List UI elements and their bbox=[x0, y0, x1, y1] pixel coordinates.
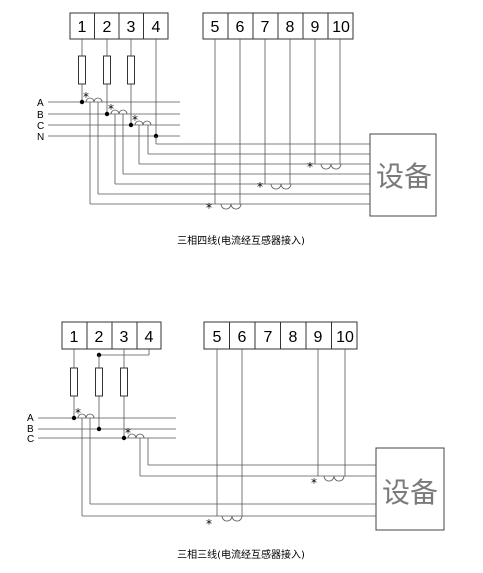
terminal-9-label: 9 bbox=[311, 19, 320, 36]
phase-c-label: C bbox=[37, 121, 44, 132]
polarity-mark-t9: * bbox=[307, 160, 313, 174]
right-terminal-wiring bbox=[214, 39, 342, 210]
bus-ct-coils bbox=[77, 413, 145, 439]
terminal-block-right: 5 6 7 8 9 10 bbox=[203, 321, 358, 350]
terminal-2-label: 2 bbox=[103, 19, 112, 36]
terminal-4-label: 4 bbox=[152, 19, 161, 36]
fuses bbox=[78, 39, 157, 134]
terminal-2-label: 2 bbox=[95, 329, 104, 346]
phase-a-label: A bbox=[37, 98, 44, 109]
caption-three-wire: 三相三线(电流经互感器接入) bbox=[177, 548, 305, 561]
right-terminal-wiring bbox=[216, 349, 346, 522]
device-label: 设备 bbox=[376, 160, 432, 193]
polarity-mark-t7: * bbox=[257, 180, 263, 194]
terminal-4-label: 4 bbox=[145, 329, 154, 346]
terminal-7-label: 7 bbox=[264, 329, 273, 346]
current-wiring bbox=[89, 102, 370, 205]
terminal-3-label: 3 bbox=[120, 329, 129, 346]
terminal-6-label: 6 bbox=[238, 329, 247, 346]
phase-b-label: B bbox=[27, 424, 34, 435]
terminal-8-label: 8 bbox=[286, 19, 295, 36]
terminal-10-label: 10 bbox=[336, 329, 354, 346]
polarity-mark-t9: * bbox=[311, 476, 317, 490]
polarity-mark-c: * bbox=[125, 426, 131, 440]
terminal-5-label: 5 bbox=[211, 19, 220, 36]
fuses bbox=[70, 349, 128, 438]
caption-four-wire: 三相四线(电流经互感器接入) bbox=[177, 234, 305, 247]
terminal-5-label: 5 bbox=[213, 329, 222, 346]
junction-dot bbox=[121, 435, 127, 441]
device-box bbox=[369, 133, 437, 217]
phase-a-label: A bbox=[27, 413, 34, 424]
terminal-3-label: 3 bbox=[127, 19, 136, 36]
phase-c-label: C bbox=[27, 434, 34, 445]
phase-buses bbox=[38, 417, 176, 439]
polarity-mark-c: * bbox=[132, 113, 138, 127]
polarity-mark-t5: * bbox=[206, 517, 212, 531]
bus-ct-coils bbox=[85, 97, 152, 126]
terminal-block-left: 1 2 3 4 bbox=[69, 12, 169, 40]
junction-dot bbox=[96, 426, 102, 432]
terminal-block-right: 5 6 7 8 9 10 bbox=[202, 12, 354, 40]
junction-dot bbox=[79, 99, 85, 105]
phase-n-label: N bbox=[37, 132, 44, 143]
terminal-7-label: 7 bbox=[261, 19, 270, 36]
polarity-mark-a: * bbox=[75, 406, 81, 420]
device-label: 设备 bbox=[382, 476, 438, 509]
polarity-mark-b: * bbox=[108, 102, 114, 116]
terminal-1-label: 1 bbox=[70, 329, 79, 346]
diagram-four-wire: 1 2 3 4 5 6 7 8 9 10 bbox=[37, 12, 437, 247]
polarity-mark-a: * bbox=[83, 90, 89, 104]
junction-dot bbox=[104, 111, 110, 117]
junction-dot bbox=[128, 122, 134, 128]
terminal-8-label: 8 bbox=[289, 329, 298, 346]
current-wiring bbox=[81, 418, 376, 517]
terminal-block-left: 1 2 3 4 bbox=[61, 321, 162, 350]
terminal-6-label: 6 bbox=[236, 19, 245, 36]
terminal-10-label: 10 bbox=[332, 19, 350, 36]
phase-buses bbox=[48, 101, 180, 137]
junction-dot bbox=[71, 415, 77, 421]
polarity-mark-t5: * bbox=[206, 201, 212, 215]
terminal-2-4-link bbox=[96, 349, 150, 358]
device-box bbox=[375, 447, 445, 531]
terminal-1-label: 1 bbox=[78, 19, 87, 36]
phase-b-label: B bbox=[37, 110, 44, 121]
terminal-9-label: 9 bbox=[314, 329, 323, 346]
diagram-three-wire: 1 2 3 4 5 6 7 8 9 10 bbox=[27, 321, 445, 561]
